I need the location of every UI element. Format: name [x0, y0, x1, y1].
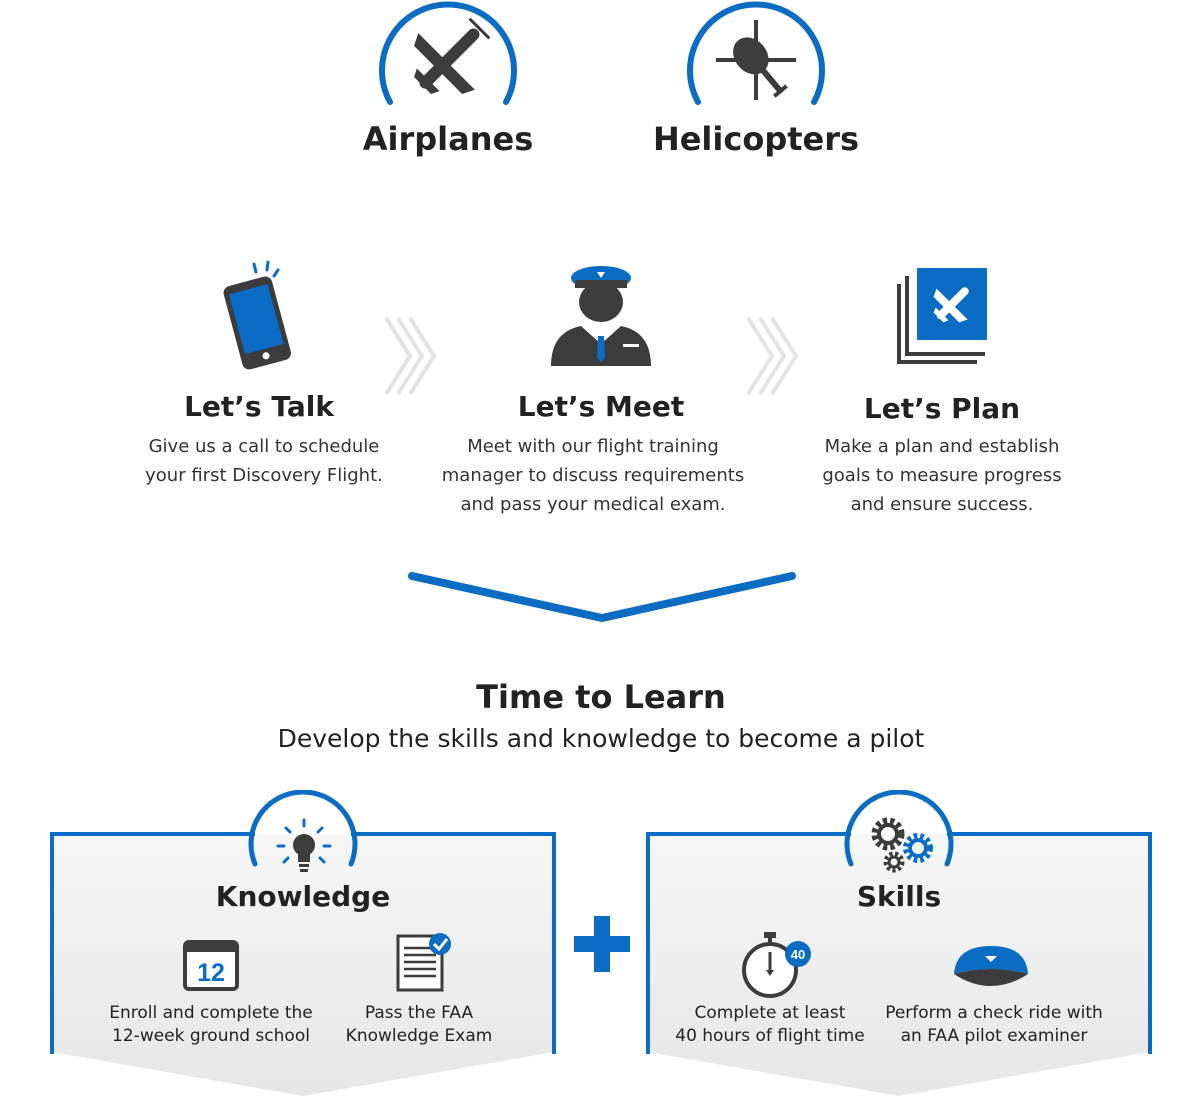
learn-subtitle: Develop the skills and knowledge to beco…: [277, 724, 925, 753]
skills-panel: [646, 790, 1152, 1096]
skills-title: Skills: [856, 880, 942, 913]
faa-exam-text: Pass the FAA Knowledge Exam: [345, 1003, 493, 1046]
stopwatch-badge: 40: [791, 947, 805, 962]
airplanes-label: Airplanes: [362, 120, 534, 158]
chevron-divider-1: [382, 316, 442, 396]
chevron-divider-2: [744, 316, 804, 396]
phone-icon: [212, 260, 302, 370]
calendar-icon: 12: [182, 936, 240, 992]
calendar-number: 12: [197, 959, 225, 987]
learn-title: Time to Learn: [476, 678, 726, 716]
pilot-icon: [545, 262, 657, 370]
helicopter-icon: [686, 0, 826, 110]
step-talk-title: Let’s Talk: [184, 390, 334, 423]
flight-hours-text: Complete at least 40 hours of flight tim…: [675, 1003, 865, 1046]
knowledge-panel: [50, 790, 556, 1096]
step-plan-title: Let’s Plan: [863, 392, 1021, 425]
check-ride-text: Perform a check ride with an FAA pilot e…: [885, 1003, 1103, 1046]
down-chevron-divider: [408, 568, 796, 624]
step-plan-description: Make a plan and establish goals to measu…: [822, 436, 1062, 515]
plus-icon: [572, 914, 632, 974]
step-meet-title: Let’s Meet: [517, 390, 685, 423]
knowledge-title: Knowledge: [215, 880, 391, 913]
ground-school-text: Enroll and complete the 12-week ground s…: [109, 1003, 313, 1046]
gears-icon: [866, 814, 940, 876]
step-talk-description: Give us a call to schedule your first Di…: [145, 436, 383, 486]
exam-document-icon: [392, 930, 456, 994]
stopwatch-icon: 40: [740, 930, 816, 1000]
airplane-icon: [378, 0, 518, 110]
step-meet-description: Meet with our flight training manager to…: [441, 436, 745, 515]
flight-plan-icon: [895, 266, 991, 366]
lightbulb-icon: [276, 818, 332, 874]
helicopters-label: Helicopters: [652, 120, 860, 158]
pilot-cap-icon: [950, 942, 1032, 988]
